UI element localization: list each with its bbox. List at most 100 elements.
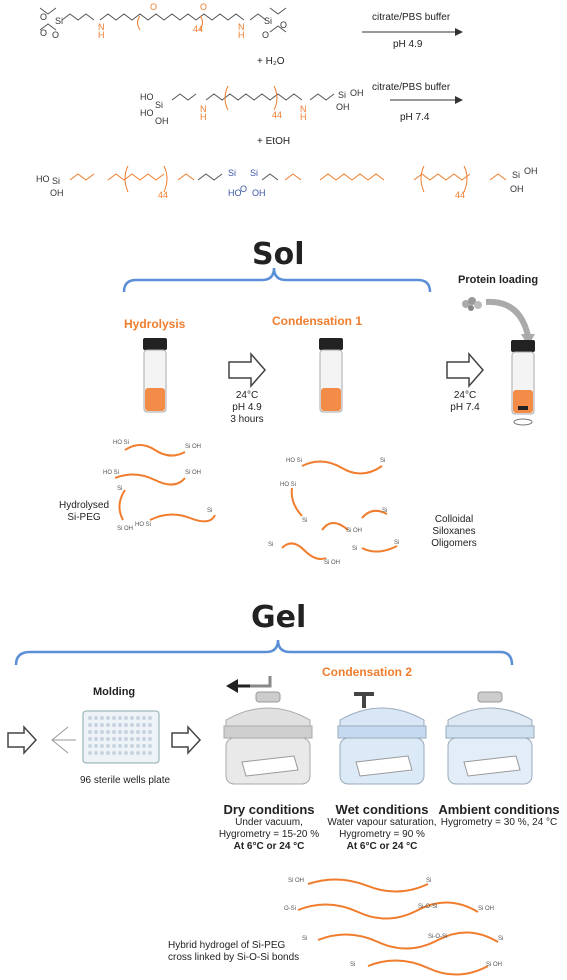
svg-text:Si: Si	[52, 176, 60, 186]
svg-text:H: H	[238, 30, 245, 40]
svg-text:Si: Si	[117, 486, 122, 492]
buffer-label-1: citrate/PBS buffer	[372, 12, 451, 23]
process-arrow-2	[446, 352, 484, 388]
wet-conditions: Wet conditions Water vapour saturation, …	[327, 802, 437, 852]
svg-text:HO: HO	[140, 92, 154, 102]
process-arrow-1	[228, 352, 266, 388]
vacuum-arrow	[226, 679, 238, 693]
svg-text:Si OH: Si OH	[346, 528, 362, 534]
svg-text:44: 44	[455, 190, 465, 200]
process-arrow-3	[7, 725, 38, 755]
sol-title: Sol	[252, 237, 305, 272]
process-arrow-4	[171, 725, 202, 755]
svg-text:OH: OH	[50, 188, 64, 198]
protein-icon	[462, 297, 482, 311]
svg-text:Si: Si	[498, 936, 503, 942]
svg-text:Si: Si	[55, 16, 63, 26]
svg-text:Si: Si	[264, 16, 272, 26]
svg-text:O: O	[240, 184, 247, 194]
svg-text:HO: HO	[36, 174, 50, 184]
svg-text:Si: Si	[338, 90, 346, 100]
svg-text:Si: Si	[155, 100, 163, 110]
svg-text:N: N	[300, 104, 307, 114]
svg-text:Si: Si	[250, 168, 258, 178]
svg-text:OH: OH	[252, 188, 266, 198]
condensation2-label: Condensation 2	[322, 665, 413, 679]
ph-label-1: pH 4.9	[393, 39, 423, 50]
well-plate-icon	[82, 710, 160, 764]
add-water-label: + H₂O	[257, 56, 285, 67]
add-ethanol-label: + EtOH	[257, 136, 290, 147]
svg-text:O-Si: O-Si	[284, 906, 296, 912]
gel-bracket	[14, 639, 514, 666]
gel-title: Gel	[251, 600, 307, 635]
svg-text:HO: HO	[140, 108, 154, 118]
buffer-label-2: citrate/PBS buffer	[372, 82, 451, 93]
svg-text:O: O	[280, 20, 287, 30]
svg-text:Si OH: Si OH	[117, 526, 133, 532]
svg-text:Si OH: Si OH	[185, 444, 201, 450]
svg-text:Si: Si	[394, 540, 399, 546]
molecule-siloxane-bridged	[69, 165, 507, 193]
svg-text:O: O	[52, 30, 59, 40]
svg-text:Si: Si	[350, 962, 355, 968]
svg-text:O: O	[200, 2, 207, 12]
svg-text:Si: Si	[207, 508, 212, 514]
svg-text:O: O	[40, 12, 47, 22]
svg-text:HO Si: HO Si	[135, 522, 151, 528]
svg-text:HO Si: HO Si	[280, 482, 296, 488]
svg-text:N: N	[200, 104, 207, 114]
svg-text:Si: Si	[228, 168, 236, 178]
svg-text:Si OH: Si OH	[324, 560, 340, 566]
repeat-count: 44	[193, 24, 203, 34]
svg-text:Si-O-Si: Si-O-Si	[418, 904, 437, 910]
svg-text:Si OH: Si OH	[486, 962, 502, 968]
svg-text:O: O	[40, 28, 47, 38]
plate-label: 96 sterile wells plate	[80, 775, 171, 786]
vial-protein	[511, 340, 535, 426]
svg-text:Si OH: Si OH	[478, 906, 494, 912]
svg-text:O: O	[150, 2, 157, 12]
svg-text:Si: Si	[382, 508, 387, 514]
molecule-triethoxysilyl-peg	[39, 7, 287, 33]
svg-text:HO Si: HO Si	[286, 458, 302, 464]
vial-hydrolysis	[143, 338, 167, 413]
desiccator-dry-icon	[223, 691, 313, 785]
svg-text:O: O	[262, 30, 269, 40]
svg-text:Si: Si	[380, 458, 385, 464]
dry-conditions: Dry conditions Under vacuum, Hygrometry …	[218, 802, 320, 852]
ph-label-2: pH 7.4	[400, 112, 430, 123]
hydrolysis-label: Hydrolysis	[124, 317, 186, 331]
svg-text:Si: Si	[302, 936, 307, 942]
svg-text:Si: Si	[512, 170, 520, 180]
svg-text:Si OH: Si OH	[288, 878, 304, 884]
molecule-silanol-peg	[171, 85, 335, 111]
svg-text:OH: OH	[510, 184, 524, 194]
svg-text:44: 44	[272, 110, 282, 120]
svg-text:H: H	[98, 30, 105, 40]
molding-label: Molding	[93, 686, 136, 698]
svg-text:Si: Si	[268, 542, 273, 548]
svg-text:HO: HO	[228, 188, 242, 198]
sol-bracket	[122, 267, 432, 293]
svg-text:Si: Si	[352, 546, 357, 552]
ambient-conditions: Ambient conditions Hygrometry = 30 %, 24…	[438, 802, 560, 828]
svg-text:N: N	[238, 22, 245, 32]
protein-arrow	[485, 298, 531, 337]
svg-text:OH: OH	[336, 102, 350, 112]
desiccator-wet-icon	[337, 692, 427, 785]
svg-text:N: N	[98, 22, 105, 32]
condensation1-label: Condensation 1	[272, 314, 363, 328]
protein-loading-label: Protein loading	[458, 274, 539, 286]
vial-condensation1	[319, 338, 343, 413]
svg-text:Si: Si	[302, 518, 307, 524]
svg-text:H: H	[300, 112, 307, 122]
